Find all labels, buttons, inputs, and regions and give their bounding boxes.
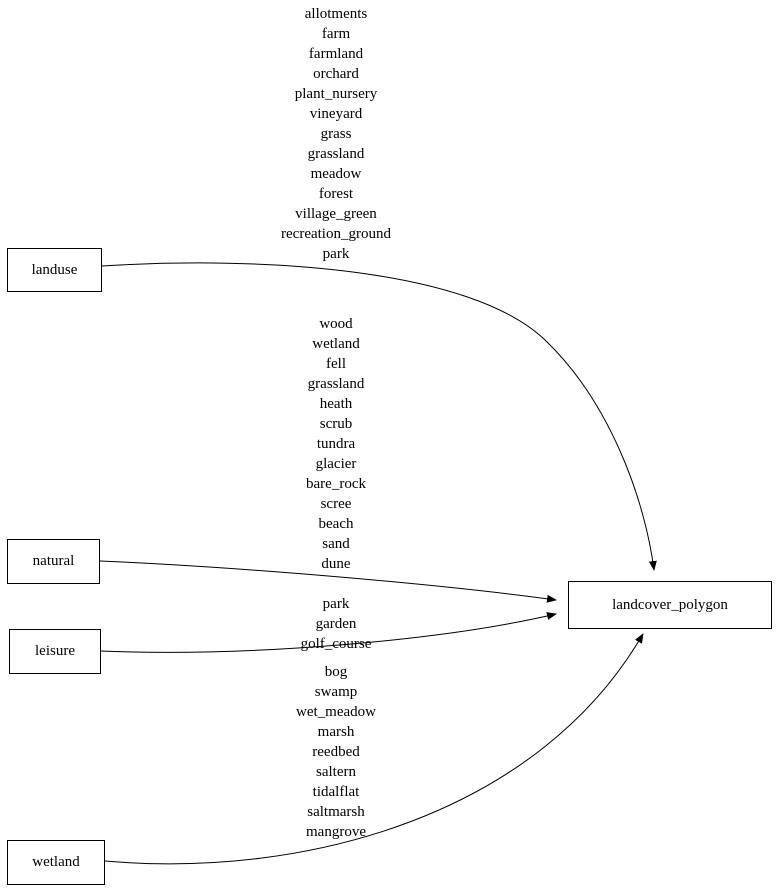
node-natural-label: natural [32,553,75,569]
node-leisure: leisure [9,629,101,674]
edge-label-leisure-values: park garden golf_course [300,596,372,652]
edge-natural-to-landcover [99,560,557,603]
edge-label-wetland-values: bog swamp wet_meadow marsh reedbed salte… [296,664,376,840]
node-wetland-label: wetland [32,854,80,870]
edge-wetland-to-landcover [104,633,644,865]
node-landuse: landuse [7,248,102,292]
node-leisure-label: leisure [35,643,75,659]
node-landcover-polygon: landcover_polygon [568,581,772,629]
edge-landuse-to-landcover [101,262,657,571]
edge-label-natural-values: wood wetland fell grassland heath scrub … [306,316,366,572]
node-natural: natural [7,539,100,584]
node-landuse-label: landuse [31,261,78,278]
node-wetland: wetland [7,840,105,885]
edge-leisure-to-landcover [100,612,557,653]
node-landcover-polygon-label: landcover_polygon [612,596,728,613]
edge-label-landuse-values: allotments farm farmland orchard plant_n… [281,6,391,262]
